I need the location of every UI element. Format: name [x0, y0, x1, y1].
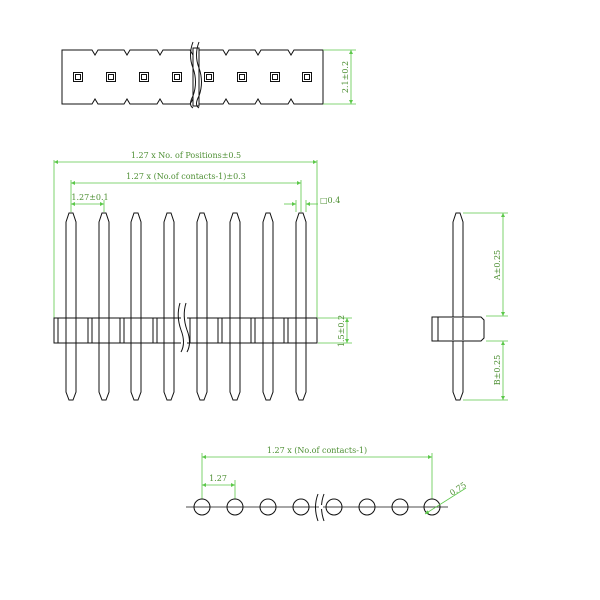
- front-pin: [262, 212, 274, 401]
- front-pin: [163, 212, 175, 401]
- top-break-mark: [190, 41, 202, 109]
- dim-total-length: 1.27 x No. of Positions±0.5: [131, 151, 241, 160]
- dim-pitch-tol: 1.27±0.1: [71, 193, 108, 202]
- top-pin-square: [73, 72, 83, 82]
- top-pin-square: [172, 72, 182, 82]
- top-pin-square: [237, 72, 247, 82]
- dim-bottom-pitch: 1.27: [209, 474, 227, 483]
- side-pin: [452, 212, 464, 401]
- dim-bottom-span: 1.27 x (No.of contacts-1): [267, 446, 367, 455]
- front-body-segment: [217, 317, 252, 344]
- top-pin-square: [106, 72, 116, 82]
- front-body-segment: [119, 317, 154, 344]
- dim-side-upper: A±0.25: [493, 250, 502, 281]
- dim-side-lower: B±0.25: [493, 355, 502, 385]
- front-body-segment: [283, 317, 318, 344]
- front-body-segment: [152, 317, 187, 344]
- top-pin-square: [139, 72, 149, 82]
- front-body-segment: [53, 317, 89, 344]
- dim-body-height: 1.5±0.2: [337, 315, 346, 347]
- dim-hole-diameter: 0.75: [448, 480, 468, 497]
- dim-pin-width: □0.4: [320, 196, 340, 205]
- front-pin: [295, 212, 307, 401]
- front-pin: [65, 212, 77, 401]
- front-body-segment: [185, 317, 219, 344]
- front-break-mark: [177, 302, 190, 353]
- dim-top-height: 2.1±0.2: [341, 61, 350, 93]
- dim-contacts-span: 1.27 x (No.of contacts-1)±0.3: [126, 172, 246, 181]
- pcb-layout: 1.27 x (No.of contacts-1) 1.27 0.75: [186, 446, 468, 522]
- front-pin: [229, 212, 241, 401]
- top-pin-square: [270, 72, 280, 82]
- front-body-segment: [87, 317, 121, 344]
- front-pin: [196, 212, 208, 401]
- front-pin: [98, 212, 110, 401]
- top-view: 2.1±0.2: [61, 41, 356, 109]
- top-pin-square: [204, 72, 214, 82]
- front-body-segment: [250, 317, 285, 344]
- side-view: A±0.25 B±0.25: [431, 212, 508, 401]
- front-view: 1.27 x No. of Positions±0.5 1.27 x (No.o…: [53, 151, 352, 401]
- front-pin: [130, 212, 142, 401]
- top-pin-square: [302, 72, 312, 82]
